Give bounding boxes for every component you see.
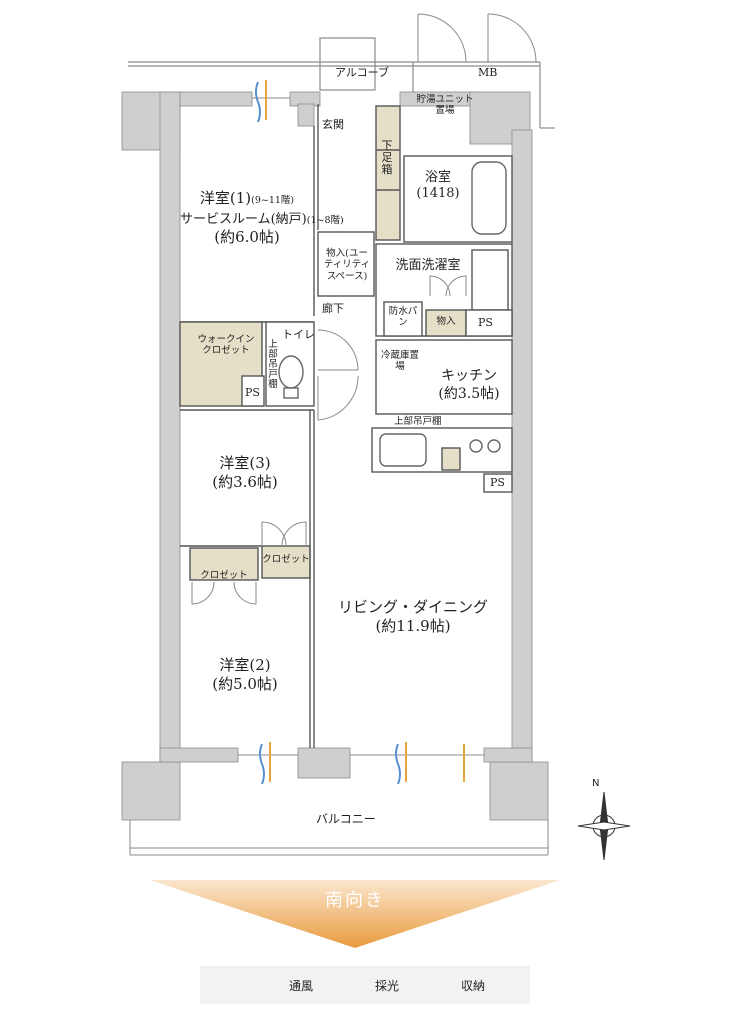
shoe-box-label: 下足箱 [381, 139, 393, 177]
mb-doors [417, 13, 537, 63]
ps-label-2: PS [245, 386, 260, 399]
compass-north-label: N [592, 778, 600, 789]
corridor-label: 廊下 [322, 302, 344, 315]
western2-label: 洋室(2) (約5.0帖) [180, 656, 310, 694]
balcony [129, 820, 549, 856]
bathroom-label: 浴室 (1418) [404, 170, 472, 203]
bathroom-size: (1418) [416, 186, 460, 202]
compass-icon [577, 791, 631, 861]
closet-label-2: クロゼット [200, 570, 248, 581]
waterproof-pan-label: 防水パン [388, 306, 418, 329]
utility-storage-label: 物入(ユーティリティスペース) [323, 248, 371, 282]
doors [191, 275, 467, 605]
ps-label-3: PS [490, 476, 505, 489]
alcove-lines [128, 37, 555, 129]
interior-walls [179, 104, 513, 748]
legend-storage-label: 収納 [461, 978, 486, 993]
orientation-banner: 南向き [150, 880, 560, 950]
legend-storage: 収納 [417, 977, 485, 994]
legend: 通風 採光 収納 [200, 966, 530, 1004]
mb-label: MB [478, 66, 498, 79]
fridge-label: 冷蔵庫置場 [380, 350, 419, 373]
walkin-closet-label: ウォークインクロゼット [197, 334, 255, 357]
entrance-label: 玄関 [322, 118, 344, 131]
kitchen-shelf-label: 上部吊戸棚 [394, 416, 442, 427]
western2-size: (約5.0帖) [212, 674, 278, 693]
western1-size: (約6.0帖) [214, 228, 280, 247]
western3-name: 洋室(3) [219, 454, 271, 472]
kitchen-size: (約3.5帖) [438, 385, 500, 402]
western1-floors: (9~11階) [251, 195, 295, 206]
ps-label-1: PS [478, 316, 493, 329]
western3-size: (約3.6帖) [212, 472, 278, 491]
washroom-label: 洗面洗濯室 [395, 258, 461, 273]
south-arrow [150, 880, 560, 948]
bathroom-name: 浴室 [424, 170, 451, 185]
water-heater-label: 貯湯ユニット置場 [416, 94, 474, 117]
western3-label: 洋室(3) (約3.6帖) [180, 454, 310, 492]
living-size: (約11.9帖) [375, 616, 451, 635]
storage-label: 物入 [436, 316, 456, 327]
legend-ventilation: 通風 [245, 977, 313, 994]
western2-name: 洋室(2) [219, 656, 271, 674]
upper-shelf-label: 上部吊戸棚 [268, 339, 278, 390]
service-room-name: サービスルーム(納戸) [180, 212, 307, 227]
orientation-text: 南向き [325, 890, 385, 911]
legend-lighting-label: 採光 [374, 978, 399, 993]
balcony-label: バルコニー [316, 812, 376, 826]
airflow-marks [255, 80, 465, 785]
living-label: リビング・ダイニング (約11.9帖) [318, 598, 508, 636]
western1-name: 洋室(1) [199, 189, 252, 207]
service-room-floors: (1~8階) [306, 215, 344, 226]
kitchen-name: キッチン [441, 368, 497, 384]
toilet-label: トイレ [282, 328, 315, 341]
closet-label-1: クロゼット [262, 554, 310, 565]
western1-label: 洋室(1)(9~11階) サービスルーム(納戸)(1~8階) (約6.0帖) [180, 188, 344, 247]
legend-lighting: 採光 [331, 977, 399, 994]
kitchen-label: キッチン (約3.5帖) [426, 368, 512, 403]
legend-ventilation-label: 通風 [288, 978, 313, 993]
alcove-label: アルコーブ [335, 66, 390, 79]
walls [121, 91, 549, 821]
living-name: リビング・ダイニング [337, 598, 488, 616]
windows [238, 97, 484, 756]
